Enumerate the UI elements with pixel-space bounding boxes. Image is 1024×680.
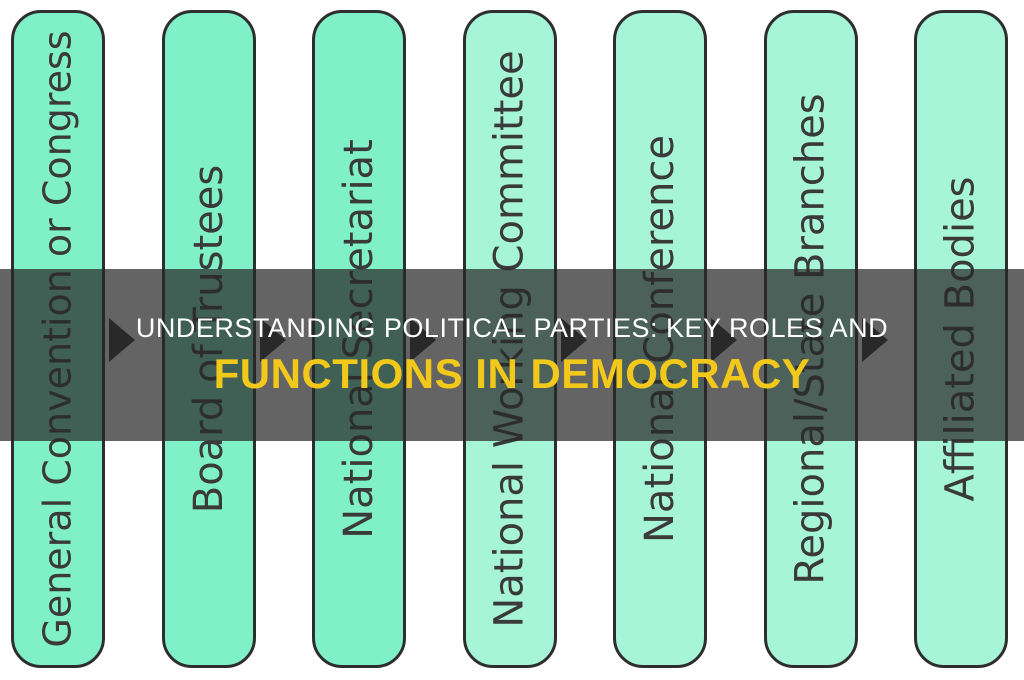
title-banner: UNDERSTANDING POLITICAL PARTIES: KEY ROL… [0, 269, 1024, 441]
title-line-1: UNDERSTANDING POLITICAL PARTIES: KEY ROL… [135, 312, 889, 343]
title-line-2: FUNCTIONS IN DEMOCRACY [213, 349, 811, 397]
